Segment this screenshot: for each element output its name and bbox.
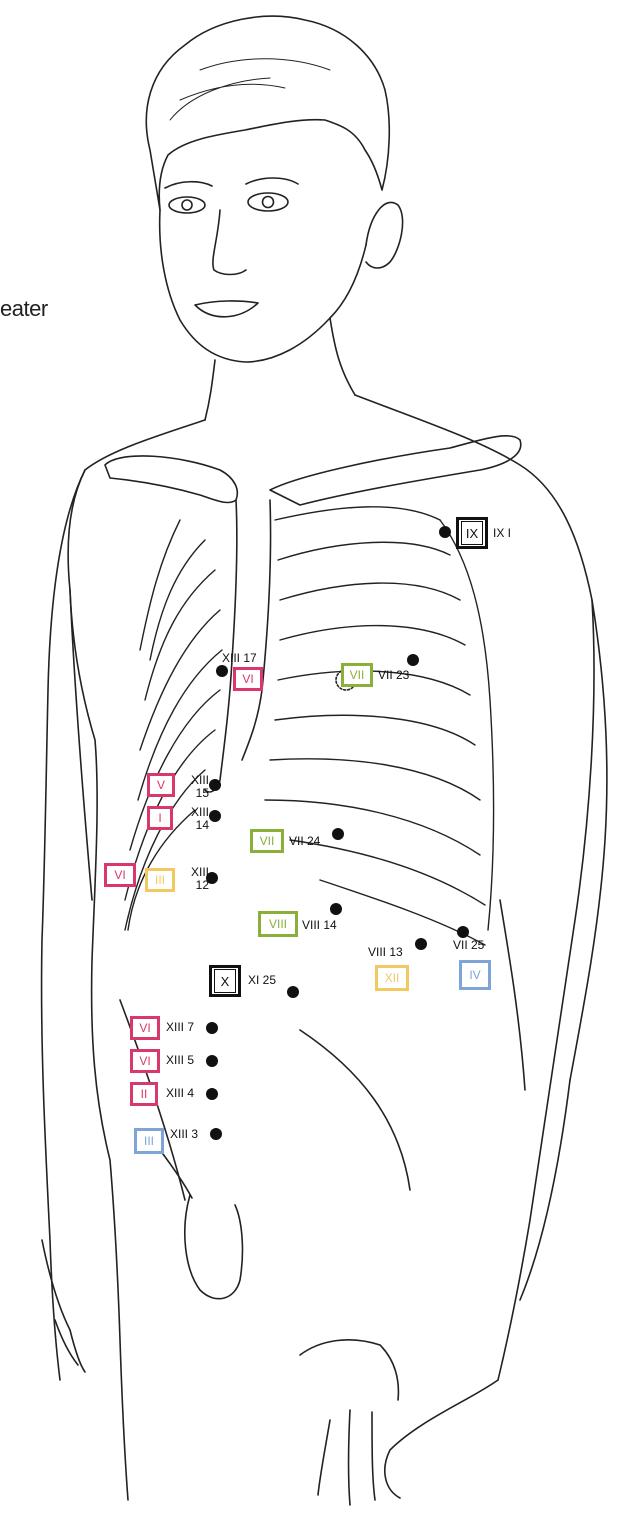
- marker-label-ix-1: IX I: [493, 527, 511, 540]
- marker-label-xiii-4: XIII 4: [166, 1087, 194, 1100]
- marker-box-viii-13: XII: [375, 965, 409, 991]
- mouth: [195, 301, 258, 317]
- marker-label-xi-25: XI 25: [248, 974, 276, 987]
- marker-box-xi-25: X: [209, 965, 241, 997]
- marker-label-xiii-5: XIII 5: [166, 1054, 194, 1067]
- marker-box-xiii-15: V: [147, 773, 175, 797]
- marker-label-xiii-14: XIII 14: [179, 806, 209, 831]
- marker-dot-xiii-4: [206, 1088, 218, 1100]
- hair-outline: [146, 16, 389, 210]
- marker-dot-xiii-15: [209, 779, 221, 791]
- marker-label-xiii-7: XIII 7: [166, 1021, 194, 1034]
- ribs-right: [265, 507, 494, 945]
- left-arm: [42, 470, 92, 1380]
- marker-box-vii-23: VII: [341, 663, 373, 687]
- marker-dot-viii-13: [415, 938, 427, 950]
- face-outline: [160, 210, 366, 362]
- marker-box-xiii-14: I: [147, 806, 173, 830]
- ear: [366, 202, 403, 268]
- marker-box-xiii-7: VI: [130, 1016, 160, 1040]
- marker-dot-xi-25: [287, 986, 299, 998]
- marker-box-xiii-12-a: VI: [104, 863, 136, 887]
- marker-label-vii-24: VII 24: [289, 835, 320, 848]
- right-hand: [300, 1340, 498, 1505]
- marker-label-vii-23: VII 23: [378, 669, 409, 682]
- marker-label-xiii-17: XIII 17: [222, 652, 257, 665]
- marker-label-xiii-15: XIII 15: [179, 774, 209, 799]
- marker-dot-xiii-3: [210, 1128, 222, 1140]
- marker-dot-xiii-7: [206, 1022, 218, 1034]
- sternum: [205, 500, 237, 792]
- marker-dot-xiii-5: [206, 1055, 218, 1067]
- marker-box-vii-25: IV: [459, 960, 491, 990]
- marker-box-xiii-5: VI: [130, 1049, 160, 1073]
- marker-dot-viii-14: [330, 903, 342, 915]
- right-arm: [498, 600, 594, 1380]
- marker-label-viii-13: VIII 13: [368, 946, 403, 959]
- marker-label-xiii-12: XIII 12: [179, 866, 209, 891]
- marker-dot-xiii-17: [216, 665, 228, 677]
- marker-box-vii-24: VII: [250, 829, 284, 853]
- marker-dot-vii-25: [457, 926, 469, 938]
- marker-label-viii-14: VIII 14: [302, 919, 337, 932]
- marker-label-vii-25: VII 25: [453, 939, 484, 952]
- marker-box-ix: IX: [456, 517, 488, 549]
- marker-box-xiii-4: II: [130, 1082, 158, 1106]
- marker-box-xiii-17: VI: [233, 667, 263, 691]
- marker-dot-vii-24: [332, 828, 344, 840]
- marker-label-xiii-3: XIII 3: [170, 1128, 198, 1141]
- torso-outline: [68, 420, 205, 1500]
- marker-dot-vii-23: [407, 654, 419, 666]
- marker-box-xiii-3: III: [134, 1128, 164, 1154]
- marker-dot-xiii-14: [209, 810, 221, 822]
- eye-right: [248, 193, 288, 211]
- neck: [205, 318, 355, 420]
- clavicle-left: [105, 456, 237, 503]
- marker-dot-ix-1: [439, 526, 451, 538]
- marker-box-viii-14: VIII: [258, 911, 298, 937]
- marker-box-xiii-12-b: III: [145, 868, 175, 892]
- genital-outline: [185, 1195, 243, 1299]
